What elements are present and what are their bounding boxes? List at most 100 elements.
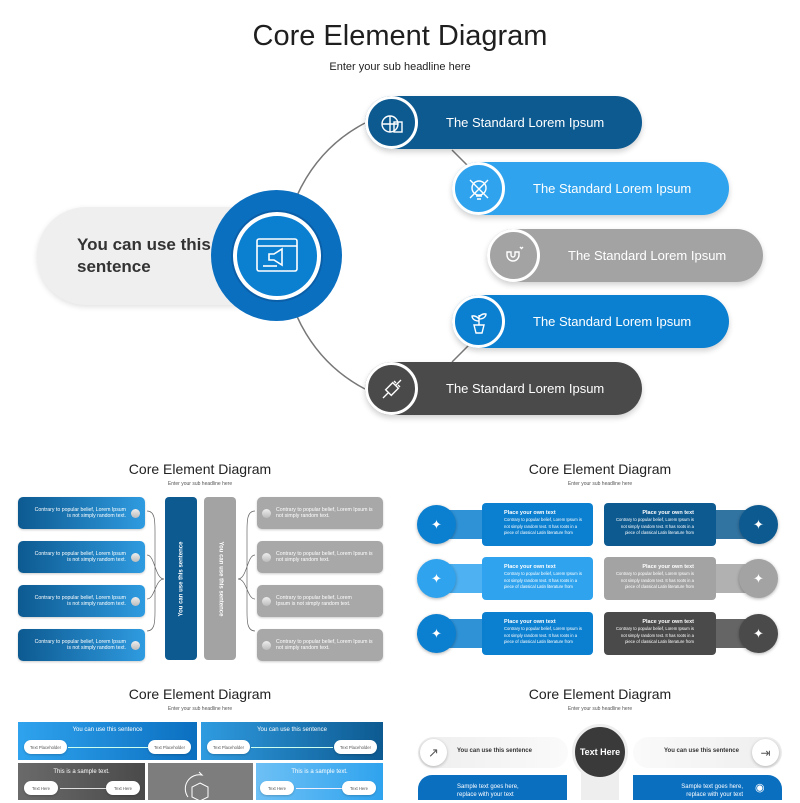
panel4-title: Core Element Diagram bbox=[528, 686, 672, 702]
center-circle: Text Here bbox=[572, 724, 628, 780]
card-body: Contrary to popular belief, Lorem Ipsum … bbox=[504, 626, 582, 644]
text-placeholder: Text Placeholder bbox=[334, 740, 377, 754]
bullet-dot bbox=[131, 508, 140, 518]
bullet-dot bbox=[262, 508, 271, 518]
page-subtitle: Enter your sub headline here bbox=[329, 61, 471, 73]
blue-text: Sample text goes here, replace with your… bbox=[457, 784, 519, 798]
blue-text: Sample text goes here, replace with your… bbox=[681, 784, 743, 798]
block-heading: This is a sample text. bbox=[291, 769, 348, 775]
calendar-clock-icon: ✦ bbox=[739, 614, 778, 653]
item-label: The Standard Lorem Ipsum bbox=[533, 181, 692, 196]
lightbulb-target-icon bbox=[452, 162, 505, 215]
box-text: Contrary to popular belief, Lorem Ipsum … bbox=[276, 594, 352, 608]
panel1-bar-gray: You can use this sentence bbox=[204, 497, 236, 660]
panel1-subtitle: Enter your sub headline here bbox=[167, 481, 233, 487]
box-text: Contrary to popular belief, Lorem Ipsum … bbox=[34, 506, 126, 520]
block-heading: This is a sample text. bbox=[53, 769, 110, 775]
card-heading: Place your own text bbox=[642, 619, 694, 625]
eye-icon: ◉ bbox=[755, 782, 765, 794]
magnet-hearts-icon bbox=[487, 229, 540, 282]
bullet-dot bbox=[131, 596, 140, 606]
panel3-top-left: You can use this sentence Text Placehold… bbox=[18, 722, 197, 760]
item-label: The Standard Lorem Ipsum bbox=[446, 381, 605, 396]
item-4[interactable]: The Standard Lorem Ipsum bbox=[452, 295, 729, 348]
box-cycle-icon bbox=[184, 771, 209, 802]
text-placeholder: Text Here bbox=[342, 781, 376, 795]
text-placeholder: Text Placeholder bbox=[148, 740, 191, 754]
panel4-subtitle: Enter your sub headline here bbox=[567, 706, 633, 712]
box-text: Contrary to popular belief, Lorem Ipsum … bbox=[276, 638, 373, 652]
plant-icon bbox=[452, 295, 505, 348]
box-text: Contrary to popular belief, Lorem Ipsum … bbox=[34, 594, 126, 608]
panel4-left-pill: ↗ You can use this sentence bbox=[418, 737, 568, 768]
bar-text: You can use this sentence bbox=[178, 541, 185, 616]
panel1-right-box: Contrary to popular belief, Lorem Ipsum … bbox=[257, 497, 383, 529]
text-placeholder: Text Here bbox=[24, 781, 58, 795]
item-label: The Standard Lorem Ipsum bbox=[446, 115, 605, 130]
hub-nodes-icon: ✦ bbox=[739, 559, 778, 598]
card-body: Contrary to popular belief, Lorem Ipsum … bbox=[616, 571, 694, 589]
external-link-icon: ↗ bbox=[420, 739, 447, 766]
hand-sparkles-icon: ✦ bbox=[417, 614, 456, 653]
panel3-bottom-right: This is a sample text. Text Here Text He… bbox=[256, 763, 383, 800]
panel1-left-box: Contrary to popular belief, Lorem Ipsum … bbox=[18, 585, 145, 617]
panel3-subtitle: Enter your sub headline here bbox=[167, 706, 233, 712]
bullet-dot bbox=[131, 552, 140, 562]
panel1-right-box: Contrary to popular belief, Lorem Ipsum … bbox=[257, 585, 383, 617]
pill-text: You can use this sentence bbox=[457, 748, 532, 754]
panel2-subtitle: Enter your sub headline here bbox=[567, 481, 633, 487]
arrow-line bbox=[60, 788, 106, 789]
panel1-title: Core Element Diagram bbox=[128, 461, 272, 477]
center-text: You can use this sentence bbox=[77, 235, 211, 276]
panel3-center bbox=[148, 763, 253, 802]
item-label: The Standard Lorem Ipsum bbox=[568, 248, 727, 263]
item-1[interactable]: The Standard Lorem Ipsum bbox=[365, 96, 642, 149]
card-heading: Place your own text bbox=[504, 619, 556, 625]
network-gear-icon: ✦ bbox=[417, 505, 456, 544]
pill-text: You can use this sentence bbox=[664, 748, 739, 754]
item-3[interactable]: The Standard Lorem Ipsum bbox=[487, 229, 763, 282]
card-body: Contrary to popular belief, Lorem Ipsum … bbox=[504, 571, 582, 589]
team-gear-icon: ✦ bbox=[739, 505, 778, 544]
globe-document-icon bbox=[365, 96, 418, 149]
arrow-line bbox=[296, 788, 342, 789]
panel3-top-right: You can use this sentence Text Placehold… bbox=[201, 722, 383, 760]
box-text: Contrary to popular belief, Lorem Ipsum … bbox=[34, 638, 126, 652]
panel3-bottom-left: This is a sample text. Text Here Text He… bbox=[18, 763, 145, 800]
panel1-left-box: Contrary to popular belief, Lorem Ipsum … bbox=[18, 629, 145, 661]
box-text: Contrary to popular belief, Lorem Ipsum … bbox=[276, 550, 373, 564]
panel4-left-blue: Sample text goes here, replace with your… bbox=[418, 775, 567, 800]
bar-text: You can use this sentence bbox=[217, 541, 224, 616]
bullet-dot bbox=[262, 596, 271, 606]
item-2[interactable]: The Standard Lorem Ipsum bbox=[452, 162, 729, 215]
panel1-bar-blue: You can use this sentence bbox=[165, 497, 197, 660]
bullet-dot bbox=[262, 640, 271, 650]
arrow-line bbox=[68, 747, 148, 748]
panel4-right-pill: You can use this sentence ⇥ bbox=[633, 737, 782, 768]
panel1-right-box: Contrary to popular belief, Lorem Ipsum … bbox=[257, 541, 383, 573]
card-heading: Place your own text bbox=[642, 564, 694, 570]
box-text: Contrary to popular belief, Lorem Ipsum … bbox=[34, 550, 126, 564]
arrow-line bbox=[251, 747, 333, 748]
panel1-left-box: Contrary to popular belief, Lorem Ipsum … bbox=[18, 497, 145, 529]
card-heading: Place your own text bbox=[642, 510, 694, 516]
text-placeholder: Text Placeholder bbox=[207, 740, 250, 754]
plug-icon bbox=[365, 362, 418, 415]
panel3-title: Core Element Diagram bbox=[128, 686, 272, 702]
page-title: Core Element Diagram bbox=[252, 20, 548, 52]
card-heading: Place your own text bbox=[504, 510, 556, 516]
text-placeholder: Text Here bbox=[106, 781, 140, 795]
item-5[interactable]: The Standard Lorem Ipsum bbox=[365, 362, 642, 415]
card-body: Contrary to popular belief, Lorem Ipsum … bbox=[616, 517, 694, 535]
panel4-right-blue: Sample text goes here, replace with your… bbox=[633, 775, 782, 800]
document-gears-icon: ✦ bbox=[417, 559, 456, 598]
panel1-connectors bbox=[146, 510, 256, 632]
bullet-dot bbox=[262, 552, 271, 562]
block-heading: You can use this sentence bbox=[72, 727, 143, 733]
card-heading: Place your own text bbox=[504, 564, 556, 570]
